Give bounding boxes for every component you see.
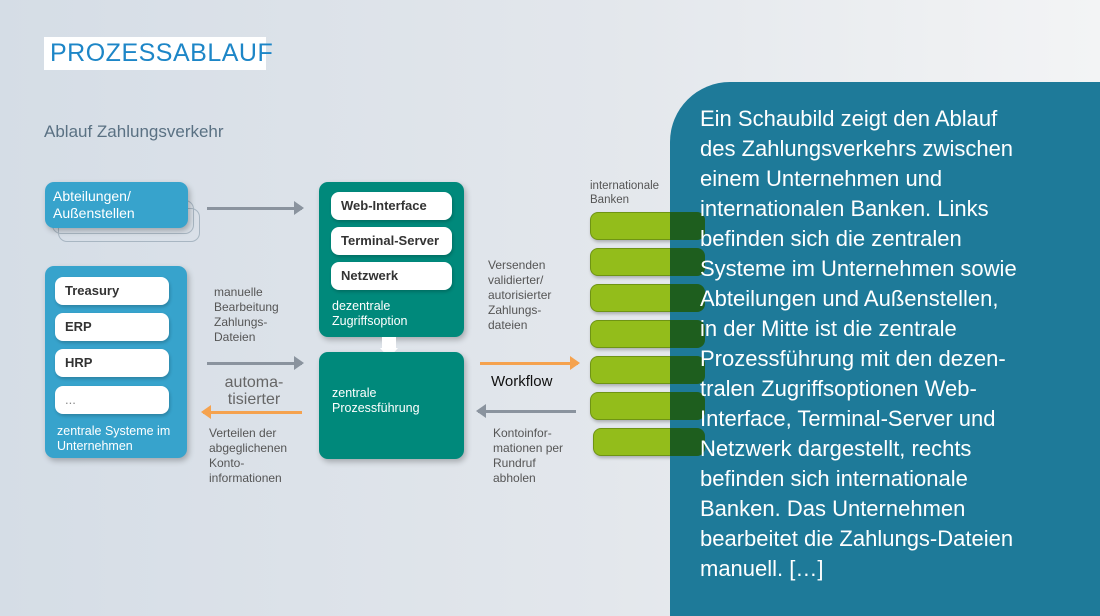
option-terminal-server: Terminal-Server: [331, 227, 452, 255]
label-automated-line1: automa-: [224, 374, 284, 391]
page-title: PROZESSABLAUF: [44, 37, 273, 70]
description-line: Interface, Terminal-Server und: [700, 406, 996, 431]
description-line: Abteilungen und Außenstellen,: [700, 286, 999, 311]
bank-bar-overlap: [670, 248, 705, 276]
description-line: des Zahlungsverkehrs zwischen: [700, 136, 1014, 161]
bank-bar-overlap: [670, 320, 705, 348]
description-line: Banken. Das Unternehmen: [700, 496, 966, 521]
label-send: Versenden validierter/ autorisierter Zah…: [488, 258, 552, 332]
label-fetch: Kontoinfor- mationen per Rundruf abholen: [493, 426, 564, 485]
label-manual-processing: manuelle Bearbeitung Zahlungs- Dateien: [214, 285, 279, 344]
system-treasury: Treasury: [55, 277, 169, 305]
description-line: bearbeitet die Zahlungs-Dateien: [700, 526, 1014, 551]
arrow-process-to-systems: [201, 405, 302, 419]
bank-bar-overlap: [670, 356, 705, 384]
diagram-subtitle: Ablauf Zahlungsverkehr: [44, 122, 224, 141]
decentral-access-box: Web-Interface Terminal-Server Netzwerk d…: [319, 182, 464, 337]
arrow-banks-to-process: [476, 404, 576, 418]
label-automated: automa- tisierter: [221, 374, 287, 408]
bank-bar-overlap: [670, 212, 705, 240]
departments-box: Abteilungen/ Außenstellen: [45, 182, 188, 228]
description-line: internationalen Banken. Links: [700, 196, 989, 221]
bank-bar-overlap: [670, 392, 705, 420]
central-process-box: zentrale Prozessführung: [319, 352, 464, 459]
bank-bar-overlap: [670, 428, 705, 456]
option-web-interface: Web-Interface: [331, 192, 452, 220]
description-line: befinden sich die zentralen: [700, 226, 962, 251]
description-line: Ein Schaubild zeigt den Ablauf: [700, 106, 998, 131]
central-process-label: zentrale Prozessführung: [332, 386, 420, 415]
label-automated-line2: tisierter: [227, 391, 281, 408]
down-arrow-icon: [382, 337, 396, 349]
arrow-departments-to-decentral: [207, 201, 304, 215]
description-line: tralen Zugriffsoptionen Web-: [700, 376, 977, 401]
banks-label: internationale Banken: [590, 180, 660, 206]
system-more: ...: [55, 386, 169, 414]
description-line: befinden sich internationale: [700, 466, 968, 491]
central-systems-label: zentrale Systeme im Unternehmen: [57, 424, 171, 453]
system-hrp: HRP: [55, 349, 169, 377]
description-panel: [670, 82, 1100, 616]
decentral-label: dezentrale Zugriffsoption: [332, 299, 408, 328]
bank-bar-overlap: [670, 284, 705, 312]
description-line: Prozessführung mit den dezen-: [700, 346, 1006, 371]
label-workflow: Workflow: [491, 373, 553, 390]
description-line: Systeme im Unternehmen sowie: [700, 256, 1017, 281]
central-systems-box: Treasury ERP HRP ... zentrale Systeme im…: [45, 266, 187, 458]
arrow-systems-to-process: [207, 356, 304, 370]
label-distribute: Verteilen der abgeglichenen Konto- infor…: [209, 426, 288, 485]
description-line: in der Mitte ist die zentrale: [700, 316, 957, 341]
departments-label: Abteilungen/ Außenstellen: [53, 188, 135, 221]
arrow-process-to-banks: [480, 356, 580, 370]
description-text: Ein Schaubild zeigt den Ablauf des Zahlun…: [700, 104, 1017, 584]
description-line: Netzwerk dargestellt, rechts: [700, 436, 972, 461]
system-erp: ERP: [55, 313, 169, 341]
description-line: manuell. […]: [700, 556, 824, 581]
description-line: einem Unternehmen und: [700, 166, 943, 191]
option-network: Netzwerk: [331, 262, 452, 290]
